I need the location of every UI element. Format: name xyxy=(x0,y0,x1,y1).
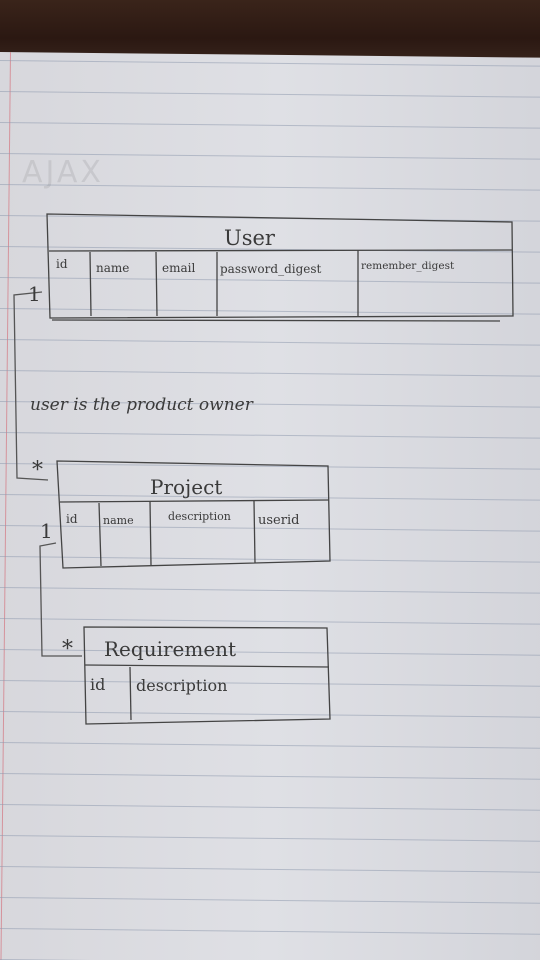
table-user-column: email xyxy=(162,261,195,275)
relation-project-requirement-many-label: * xyxy=(62,637,73,662)
table-project-header-divider xyxy=(59,499,330,503)
table-project-column-divider xyxy=(149,500,152,566)
relation-user-project xyxy=(13,291,49,481)
table-project-column: name xyxy=(103,514,134,527)
table-requirement-column: description xyxy=(136,676,227,695)
table-requirement xyxy=(83,626,331,725)
relation-project-requirement-one-label: 1 xyxy=(40,519,53,543)
table-project-column: description xyxy=(168,510,231,523)
faded-heading: AJAX xyxy=(22,155,104,190)
table-project xyxy=(56,460,331,569)
diagram-note: user is the product owner xyxy=(30,395,254,415)
table-user xyxy=(46,213,514,322)
table-user-border xyxy=(46,213,514,319)
relation-user-project-one-label: 1 xyxy=(28,282,41,306)
table-requirement-header-divider xyxy=(84,664,330,668)
table-user-column: password_digest xyxy=(220,262,322,276)
table-user-column: id xyxy=(56,257,68,271)
table-user-title: User xyxy=(224,226,276,250)
table-project-column-divider xyxy=(98,502,102,567)
relation-project-requirement xyxy=(39,542,82,657)
table-requirement-column: id xyxy=(90,675,105,694)
table-user-header-divider xyxy=(48,249,513,252)
table-requirement-column-divider xyxy=(129,666,132,721)
relation-project-requirement-line xyxy=(39,542,82,657)
relation-user-project-line xyxy=(13,291,49,481)
table-project-border xyxy=(56,460,331,569)
table-project-title: Project xyxy=(150,475,222,499)
table-project-column: userid xyxy=(258,513,299,528)
relation-user-project-many-label: * xyxy=(32,458,43,483)
table-project-column: id xyxy=(66,512,78,526)
table-user-column: remember_digest xyxy=(361,260,455,272)
table-project-column-divider xyxy=(253,500,256,564)
table-user-column-divider xyxy=(155,251,158,317)
table-user-column-divider xyxy=(89,251,92,317)
table-user-column: name xyxy=(96,261,129,275)
table-requirement-title: Requirement xyxy=(104,637,236,661)
table-user-underline xyxy=(51,319,501,322)
table-requirement-border xyxy=(83,626,331,725)
